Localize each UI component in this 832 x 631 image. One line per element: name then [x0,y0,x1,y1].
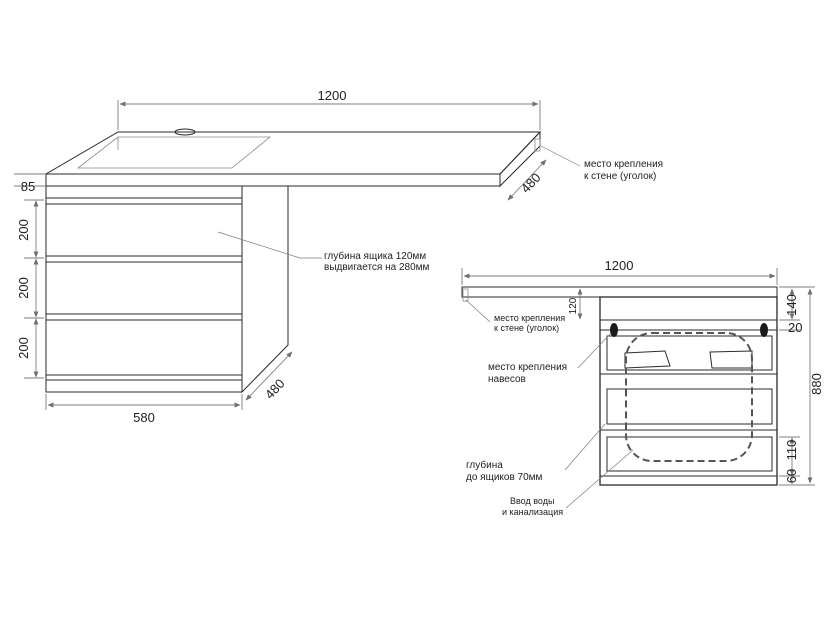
dim-right-width: 1200 [605,258,634,273]
dim-right-110: 110 [784,440,799,461]
note-hinge-mount-line2: навесов [488,374,526,385]
dim-drawer-3: 200 [16,337,31,359]
countertop-front [45,173,501,187]
dim-right-880: 880 [809,373,824,395]
dim-countertop-thickness: 85 [21,179,35,194]
note-water-line1: Ввод воды [510,496,554,506]
dim-right-20: 20 [788,320,802,335]
right-drawer-middle [606,388,773,425]
dim-right-120: 120 [568,297,579,314]
note-wall-mount-1-line2: к стене (уголок) [584,171,656,182]
right-cabinet [599,296,778,486]
water-inlet-zone [625,332,753,462]
hinge-right [760,323,768,337]
dim-left-depth-top: 480 [518,170,544,196]
wall-bracket-left [534,138,541,152]
note-drawer-depth-line2: выдвигается на 280мм [324,262,430,273]
note-depth-line2: до ящиков 70мм [466,472,543,483]
dim-right-60: 60 [784,469,799,483]
note-depth-line1: глубина [466,459,503,471]
note-wall-mount-2-line2: к стене (уголок) [494,323,559,333]
note-drawer-depth-line1: глубина ящика 120мм [324,250,426,262]
note-wall-mount-1-line1: место крепления [584,159,663,170]
right-view: 1200 120 140 20 880 110 60 место креплен… [461,258,824,517]
dim-drawer-1: 200 [16,219,31,241]
hinge-left [610,323,618,337]
right-countertop [461,286,778,298]
dim-drawer-2: 200 [16,277,31,299]
drain-hole [174,128,196,136]
dim-left-width: 1200 [318,88,347,103]
right-drawer-bottom [606,436,773,472]
dim-right-140: 140 [784,294,799,316]
drawer-left-3 [45,319,243,376]
cutout-left [624,350,671,369]
right-drawer-top [606,335,773,371]
cabinet-front [45,185,243,393]
basin-recess [76,136,272,169]
left-view: 1200 480 85 200 200 200 580 480 место кр… [14,88,663,425]
wall-bracket-right [462,288,469,302]
drawer-left-2 [45,261,243,315]
cabinet-side [241,185,289,394]
note-water-line2: и канализация [502,507,563,517]
note-wall-mount-2-line1: место крепления [494,313,565,323]
note-hinge-mount-line1: место крепления [488,362,567,373]
drawer-left-1 [45,203,243,257]
dim-cabinet-width: 580 [133,410,155,425]
cutout-right [709,350,753,369]
